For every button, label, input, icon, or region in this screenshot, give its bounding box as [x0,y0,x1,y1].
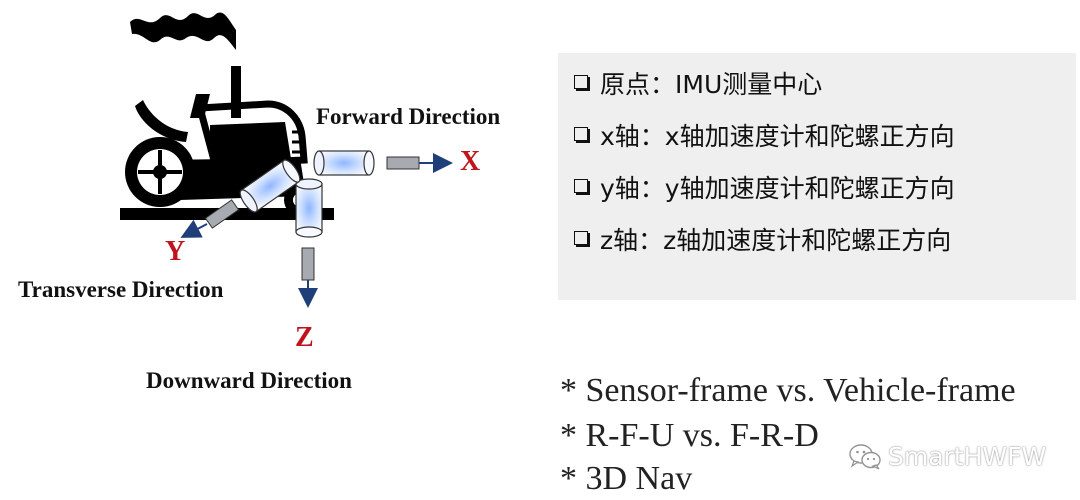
info-item-text: x轴：x轴加速度计和陀螺正方向 [600,122,955,151]
info-item-x-axis: x轴：x轴加速度计和陀螺正方向 [574,117,955,153]
imu-frame-diagram [120,12,453,308]
info-item-text: 原点：IMU测量中心 [600,70,823,99]
info-item-text: y轴：y轴加速度计和陀螺正方向 [600,174,955,203]
info-item-origin: 原点：IMU测量中心 [574,65,822,101]
watermark: SmartHWFW [848,442,1046,471]
transverse-direction-label: Transverse Direction [18,277,224,302]
forward-direction-label: Forward Direction [316,104,501,129]
x-axis-sensor [313,150,453,176]
note-rfu-vs-frd: * R-F-U vs. F-R-D [560,417,819,454]
info-item-y-axis: y轴：y轴加速度计和陀螺正方向 [574,169,955,205]
z-axis-letter: Z [295,322,314,353]
note-3d-nav: * 3D Nav [560,460,693,497]
y-axis-sensor [180,159,301,238]
downward-direction-label: Downward Direction [146,368,352,393]
note-sensor-vs-vehicle-frame: * Sensor-frame vs. Vehicle-frame [560,372,1016,409]
info-panel: 原点：IMU测量中心 x轴：x轴加速度计和陀螺正方向 y轴：y轴加速度计和陀螺正… [558,53,1076,300]
z-axis-sensor [295,178,323,308]
info-item-text: z轴：z轴加速度计和陀螺正方向 [600,226,952,255]
checkbox-bullet-icon [574,179,588,193]
checkbox-bullet-icon [574,231,588,245]
y-axis-letter: Y [165,236,186,267]
info-item-z-axis: z轴：z轴加速度计和陀螺正方向 [574,221,951,257]
wechat-icon [849,443,881,470]
smoke-icon [130,12,236,50]
tractor-icon [120,12,334,220]
checkbox-bullet-icon [574,127,588,141]
watermark-text: SmartHWFW [888,442,1047,471]
checkbox-bullet-icon [574,75,588,89]
x-axis-letter: X [460,146,481,177]
